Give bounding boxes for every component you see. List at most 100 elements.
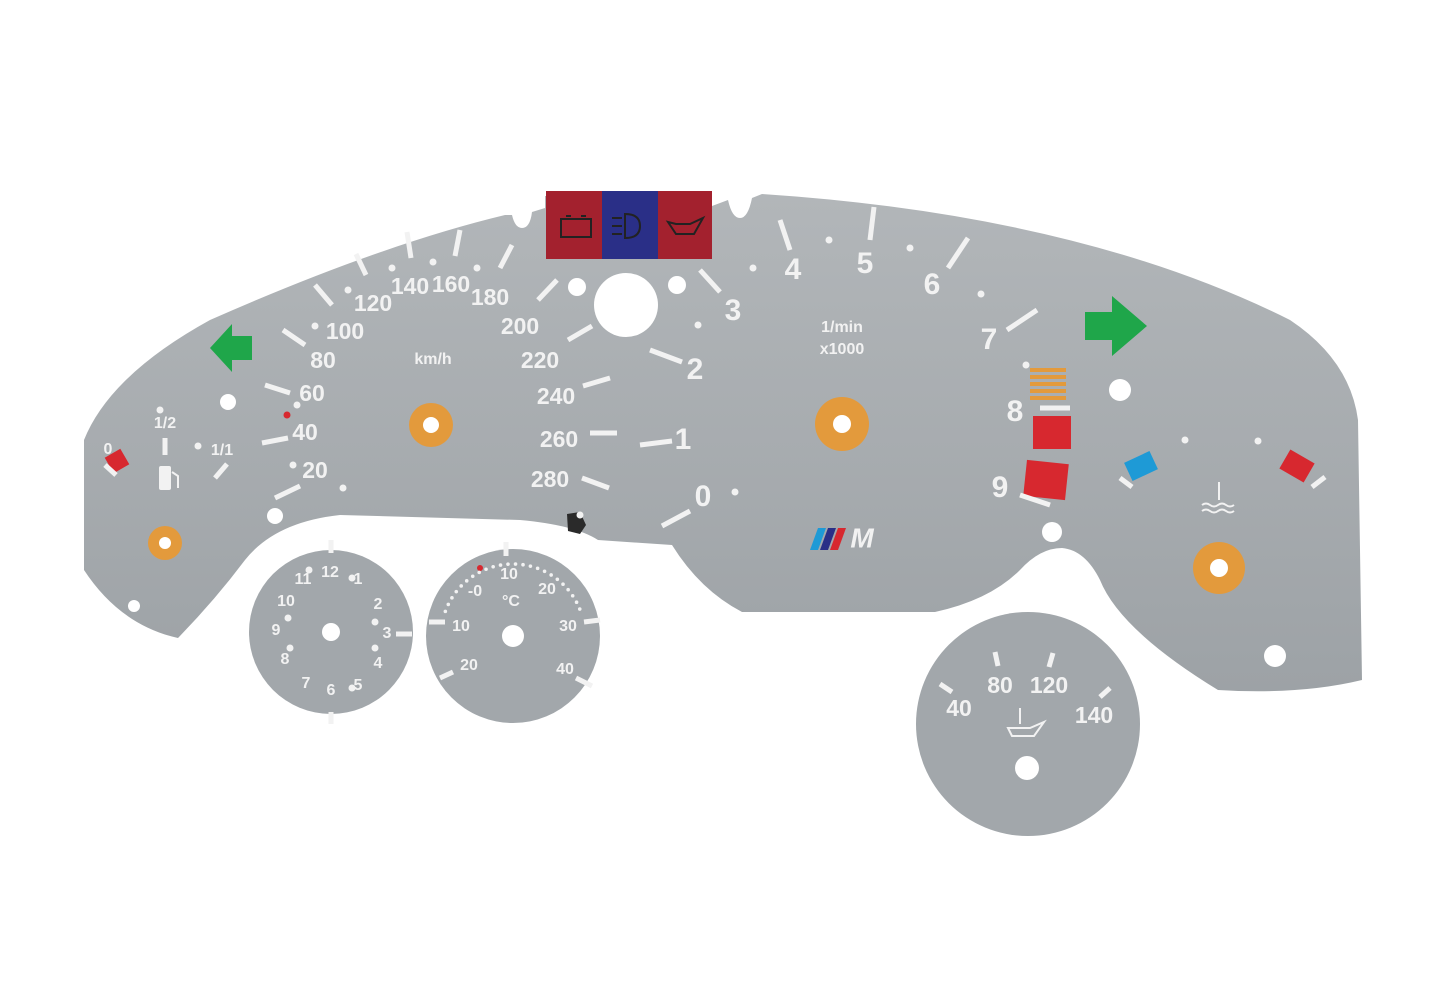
speedometer-labels: 20 40 60 80 100 120 140 160 180 200 220 …	[292, 271, 578, 492]
temp-label: 20	[460, 657, 478, 674]
rpm-label: 9	[992, 471, 1009, 504]
tick-dot	[484, 567, 488, 572]
tick-marks	[103, 206, 1327, 724]
tick-dot	[348, 684, 356, 692]
tick-dot	[388, 264, 396, 272]
tick-mark	[660, 508, 692, 529]
speed-label: 20	[302, 457, 328, 483]
rpm-label: 8	[1007, 395, 1024, 428]
speed-label: 100	[326, 318, 364, 344]
speed-label: 140	[391, 273, 429, 299]
tick-dot	[284, 614, 292, 622]
tick-mark	[213, 462, 229, 480]
clock-label: 3	[383, 625, 392, 642]
tick-dot	[749, 264, 757, 272]
tick-mark	[497, 243, 515, 270]
tick-mark	[438, 669, 455, 681]
tick-dot	[311, 322, 319, 330]
tick-mark	[1019, 492, 1051, 508]
tick-dot	[574, 600, 579, 604]
main-panel	[84, 194, 1362, 692]
rpm-multiplier: x1000	[820, 341, 865, 358]
rpm-label: 4	[785, 253, 802, 286]
hot-temp-marker	[1279, 449, 1315, 483]
tick-mark	[273, 483, 302, 501]
clock-label: 2	[374, 596, 383, 613]
coolant-temp-icon	[1201, 482, 1235, 514]
tick-dot	[1022, 361, 1030, 369]
tick-mark	[264, 382, 291, 396]
tick-mark	[536, 278, 559, 302]
oil-temp-dial	[916, 612, 1140, 836]
tick-mark	[582, 375, 611, 389]
tick-dot	[731, 488, 739, 496]
speed-label: 180	[471, 284, 509, 310]
temp-label: 10	[452, 618, 470, 635]
tick-dot	[286, 644, 294, 652]
tick-dot	[348, 574, 356, 582]
tick-mark	[1046, 652, 1056, 668]
tick-dot	[470, 574, 475, 579]
tick-dot	[506, 562, 510, 566]
tick-dot	[491, 564, 495, 569]
tick-dot	[156, 406, 164, 414]
rpm-label: 0	[695, 480, 712, 513]
rpm-label: 2	[687, 353, 704, 386]
speed-label: 280	[531, 466, 569, 492]
speed-label: 40	[292, 419, 318, 445]
tick-dot	[305, 566, 313, 574]
tick-mark	[103, 463, 118, 477]
clock-label: 12	[321, 564, 339, 581]
tick-dot	[535, 566, 540, 571]
tick-dot	[906, 244, 914, 252]
oil-temp-label: 80	[987, 672, 1013, 698]
speed-label: 80	[310, 347, 336, 373]
speed-label: 260	[540, 426, 578, 452]
tick-mark	[261, 435, 289, 446]
tick-dot	[528, 564, 533, 568]
tick-mark	[281, 327, 307, 348]
clock-label: 11	[295, 571, 312, 588]
outside-temp-labels: -0 10 20 30 40 10 20 °C	[452, 566, 577, 678]
headlight-icon	[612, 212, 642, 240]
tick-dot	[549, 573, 553, 577]
tick-mark	[1118, 476, 1134, 489]
rpm-label: 6	[924, 268, 941, 301]
speed-label: 200	[501, 313, 539, 339]
rpm-label: 3	[725, 294, 742, 327]
battery-icon	[560, 215, 592, 238]
temp-label: -0	[468, 583, 482, 600]
tick-mark	[1005, 307, 1039, 333]
rpm-unit: 1/min	[821, 319, 863, 336]
tick-dot	[450, 596, 454, 600]
tick-mark	[583, 617, 601, 625]
fuel-pump-icon	[159, 466, 179, 490]
clock-label: 5	[354, 677, 363, 694]
mount-holes	[128, 276, 1286, 667]
tick-mark	[1098, 686, 1112, 699]
tick-mark	[945, 236, 971, 270]
oil-temp-label: 120	[1030, 672, 1068, 698]
oil-temp-label: 140	[1075, 702, 1113, 728]
temp-unit: °C	[502, 593, 520, 610]
speed-unit: km/h	[414, 351, 451, 368]
tachometer-labels: 0 1 2 3 4 5 6 7 8 9 1/min x1000	[675, 247, 1024, 513]
tick-mark	[452, 229, 463, 257]
clock-label: 9	[272, 622, 281, 639]
rpm-label: 5	[857, 247, 874, 280]
tick-dot	[561, 582, 565, 587]
fuel-full-label: 1/1	[211, 442, 233, 459]
tick-mark	[649, 347, 683, 365]
warning-light-strip	[546, 191, 712, 259]
svg-text:M: M	[850, 522, 874, 553]
tick-mark	[574, 675, 594, 689]
tick-dot	[293, 401, 301, 409]
left-turn-arrow	[210, 324, 252, 372]
clock-label: 10	[277, 593, 295, 610]
tick-dot	[977, 290, 985, 298]
oil-temp-icon	[1006, 708, 1047, 737]
tick-mark	[777, 219, 793, 251]
tick-dot	[429, 258, 437, 266]
tick-dot	[566, 587, 570, 592]
